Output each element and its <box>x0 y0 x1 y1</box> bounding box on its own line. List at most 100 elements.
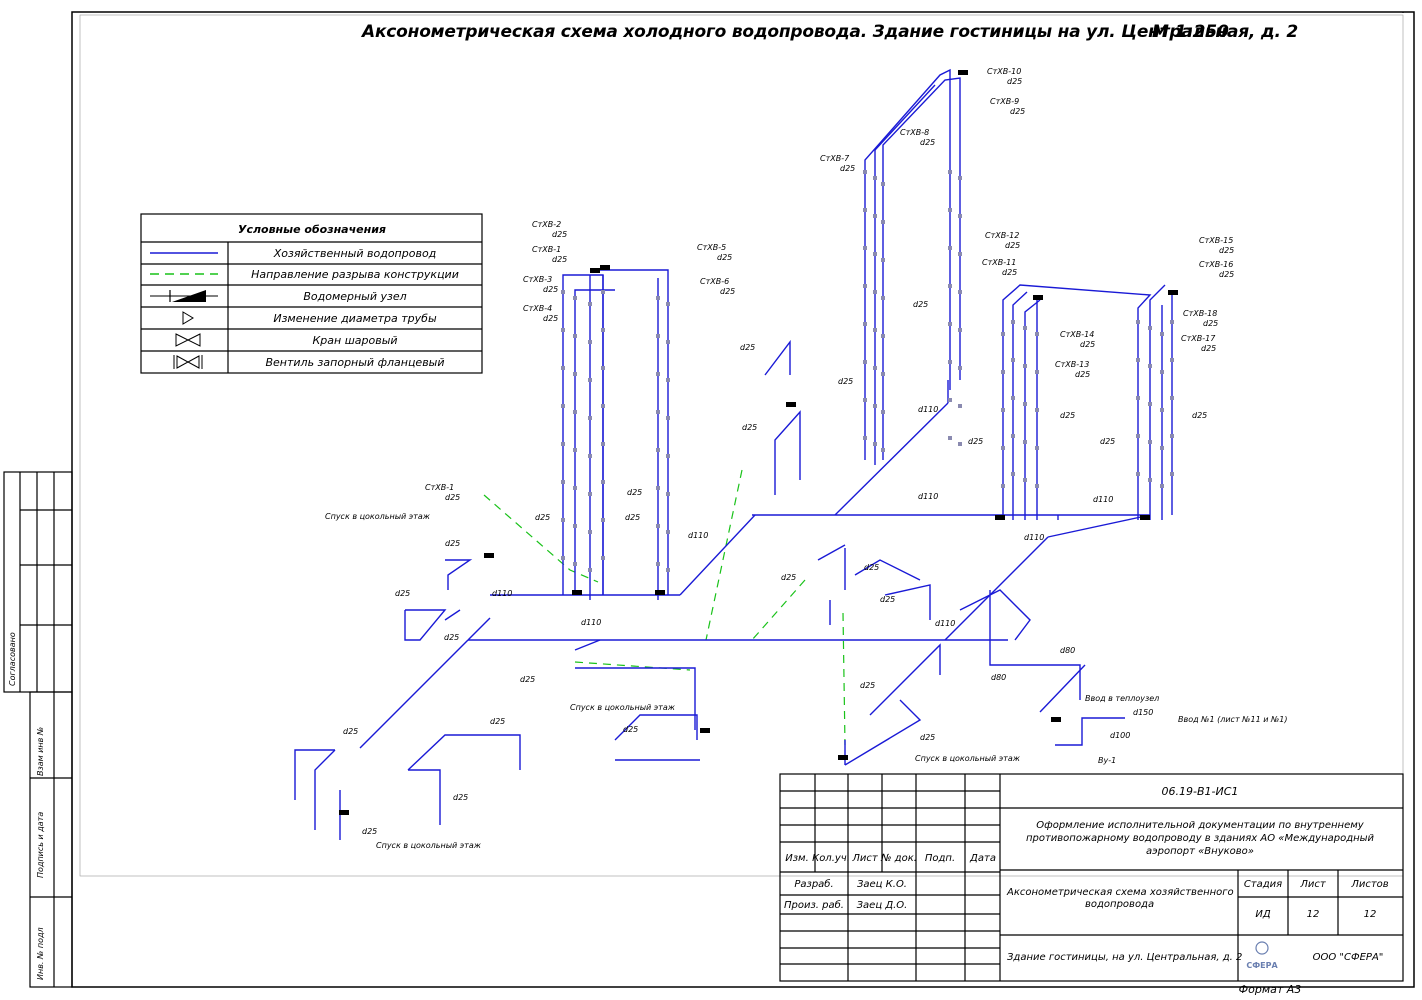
diameter-label: d110 <box>1093 495 1113 504</box>
fitting-mark <box>588 416 592 420</box>
header-count: Кол.уч. <box>812 853 850 864</box>
svg-text:СФЕРА: СФЕРА <box>1246 961 1278 970</box>
fitting-mark <box>601 518 605 522</box>
fitting-mark <box>958 366 962 370</box>
drawing-title: Аксонометрическая схема холодного водопр… <box>362 22 1299 42</box>
fitting-mark <box>863 170 867 174</box>
drawing-code: 06.19-В1-ИС1 <box>1162 785 1239 798</box>
project-title: аэропорт «Внуково» <box>1146 846 1254 857</box>
fitting-mark <box>881 220 885 224</box>
fitting-mark <box>863 360 867 364</box>
riser-label: СтХВ-11 <box>982 258 1016 267</box>
diameter-label: d25 <box>880 595 895 604</box>
meter-mark <box>1033 295 1043 300</box>
side-strip <box>3 471 73 988</box>
diameter-label: d25 <box>1201 344 1216 353</box>
triangle-icon <box>182 311 194 325</box>
riser-label: СтХВ-7 <box>820 154 850 163</box>
fitting-mark <box>1023 440 1027 444</box>
header-change: Изм. <box>785 853 809 864</box>
diameter-label: d25 <box>860 681 875 690</box>
fitting-mark <box>588 378 592 382</box>
fitting-mark <box>873 252 877 256</box>
stage-value: ИД <box>1255 909 1270 920</box>
fitting-mark <box>573 334 577 338</box>
diameter-label: d25 <box>920 733 935 742</box>
fitting-mark <box>1011 434 1015 438</box>
riser-label: СтХВ-1 <box>532 245 561 254</box>
riser-label: СтХВ-14 <box>1060 330 1094 339</box>
fitting-mark <box>1035 408 1039 412</box>
meter-mark <box>1051 717 1061 722</box>
riser-label: СтХВ-2 <box>532 220 561 229</box>
diameter-label: d80 <box>1060 646 1075 655</box>
fitting-mark <box>573 524 577 528</box>
diameter-label: d25 <box>1203 319 1218 328</box>
diameter-label: d25 <box>535 513 550 522</box>
meter-mark <box>590 268 600 273</box>
fitting-mark <box>1001 408 1005 412</box>
fitting-mark <box>1148 440 1152 444</box>
diameter-label: d25 <box>840 164 855 173</box>
riser-label: СтХВ-4 <box>523 304 552 313</box>
diameter-label: d25 <box>453 793 468 802</box>
fitting-mark <box>873 442 877 446</box>
legend-label: Вентиль запорный фланцевый <box>265 356 444 369</box>
fitting-mark <box>1136 320 1140 324</box>
meter-mark <box>700 728 710 733</box>
fitting-mark <box>958 214 962 218</box>
legend-label: Направление разрыва конструкции <box>251 268 459 281</box>
fitting-mark <box>958 176 962 180</box>
break-lines <box>483 469 846 746</box>
role-name: Заец К.О. <box>857 879 907 890</box>
pipe-fittings <box>339 70 1178 815</box>
basement-note: Спуск в цокольный этаж <box>325 512 431 521</box>
fitting-mark <box>948 208 952 212</box>
fitting-mark <box>863 398 867 402</box>
fitting-mark <box>573 410 577 414</box>
diameter-label: d110 <box>935 619 955 628</box>
fitting-mark <box>1001 484 1005 488</box>
diameter-label: d25 <box>445 539 460 548</box>
fitting-mark <box>666 454 670 458</box>
fitting-mark <box>863 436 867 440</box>
fitting-mark <box>666 340 670 344</box>
fitting-mark <box>656 410 660 414</box>
riser-label: СтХВ-15 <box>1199 236 1233 245</box>
fitting-mark <box>1148 326 1152 330</box>
fitting-mark <box>601 480 605 484</box>
fitting-mark <box>948 170 952 174</box>
fitting-mark <box>1136 358 1140 362</box>
diameter-label: d25 <box>552 255 567 264</box>
fitting-mark <box>958 442 962 446</box>
fitting-mark <box>588 454 592 458</box>
riser-label: СтХВ-3 <box>523 275 552 284</box>
meter-mark <box>572 590 582 595</box>
fitting-mark <box>561 518 565 522</box>
fitting-mark <box>656 296 660 300</box>
diameter-label: d25 <box>625 513 640 522</box>
diameter-label: d25 <box>445 493 460 502</box>
fitting-mark <box>1170 472 1174 476</box>
fitting-mark <box>588 492 592 496</box>
riser-label: СтХВ-8 <box>900 128 929 137</box>
fitting-mark <box>1011 358 1015 362</box>
fitting-mark <box>1148 402 1152 406</box>
fitting-mark <box>948 360 952 364</box>
fitting-mark <box>1023 478 1027 482</box>
fitting-mark <box>561 556 565 560</box>
fitting-mark <box>656 486 660 490</box>
meter-mark <box>655 590 665 595</box>
fitting-mark <box>1148 478 1152 482</box>
side-label-sign-date: Подпись и дата <box>36 812 45 878</box>
sheets-value: 12 <box>1364 909 1377 920</box>
riser-label: СтХВ-18 <box>1183 309 1217 318</box>
diameter-label: d25 <box>1075 370 1090 379</box>
title-block <box>779 773 1404 982</box>
diameter-label: d25 <box>1007 77 1022 86</box>
fitting-mark <box>1011 320 1015 324</box>
diameter-label: d25 <box>920 138 935 147</box>
fitting-mark <box>1035 446 1039 450</box>
